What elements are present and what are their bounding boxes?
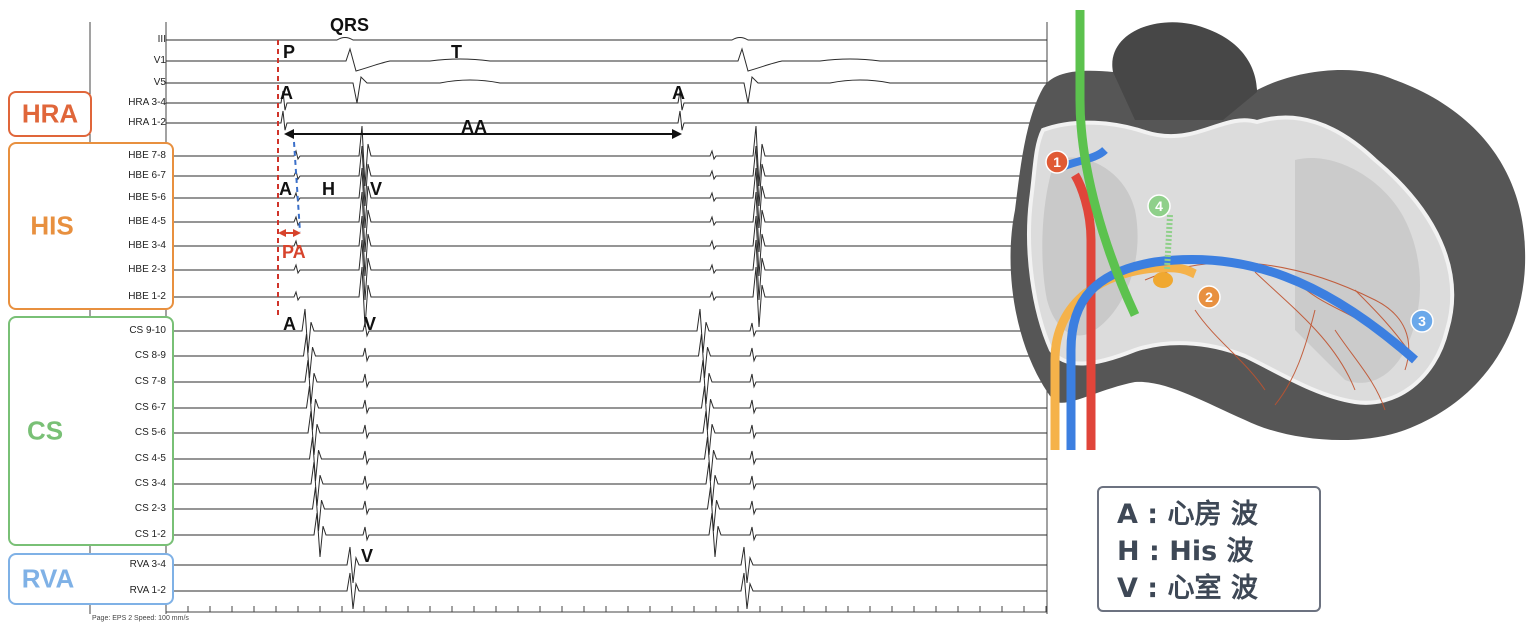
channel-label-hra-1-2: HRA 1-2	[128, 117, 166, 128]
his-group-box: HIS	[8, 142, 174, 310]
marker-1-circle	[1045, 150, 1069, 174]
trace-hbe-2-3	[166, 239, 1047, 301]
his-a-marker	[293, 141, 301, 233]
aa-interval-arrow	[284, 129, 682, 139]
trace-hbe-7-8	[166, 125, 1047, 187]
green-catheter	[1075, 10, 1140, 317]
p-wave-label: P	[283, 42, 296, 62]
his-bundle-node	[1153, 272, 1173, 288]
trace-hbe-6-7	[166, 145, 1047, 207]
trace-v1	[166, 47, 1047, 72]
channel-label-hbe-7-8: HBE 7-8	[128, 150, 166, 161]
trace-hbe-3-4	[166, 215, 1047, 277]
channel-label-hbe-5-6: HBE 5-6	[128, 192, 166, 203]
cs-group-box: CS	[8, 316, 174, 546]
marker-1-text: 1	[1053, 154, 1061, 170]
legend-row-a: A : 心房 波	[1117, 499, 1258, 530]
trace-hbe-4-5	[166, 191, 1047, 253]
trace-cs-2-3	[166, 486, 1047, 532]
great-vessel-top	[1112, 22, 1257, 120]
his-group-label: HIS	[30, 210, 74, 241]
cs-group-label: CS	[26, 415, 64, 446]
green-lead-coil	[1164, 214, 1173, 271]
rva-group-box: RVA	[8, 553, 174, 605]
pa-interval-arrow	[278, 229, 301, 237]
channel-label-cs-5-6: CS 5-6	[134, 427, 166, 438]
trace-cs-3-4	[166, 461, 1047, 507]
rva-group-label: RVA	[21, 563, 75, 594]
marker-2-circle	[1197, 285, 1221, 309]
trace-cs-6-7	[166, 385, 1047, 431]
channel-label-cs-1-2: CS 1-2	[134, 529, 166, 540]
channel-label-hbe-2-3: HBE 2-3	[128, 264, 166, 275]
pa-interval-label: PA	[282, 242, 306, 262]
trace-cs-1-2	[166, 512, 1047, 558]
channel-label-cs-7-8: CS 7-8	[134, 376, 166, 387]
hra-a-label-2: A	[672, 83, 685, 103]
channel-label-rva-3-4: RVA 3-4	[129, 559, 166, 570]
channel-label-hra-3-4: HRA 3-4	[128, 97, 166, 108]
trace-hra-3-4	[166, 90, 1047, 111]
channel-label-hbe-3-4: HBE 3-4	[128, 240, 166, 251]
channel-label-v5: V5	[153, 77, 166, 88]
legend-row-h: H : His 波	[1117, 536, 1254, 567]
wave-legend: A : 心房 波 H : His 波 V : 心室 波	[1097, 486, 1321, 612]
trace-cs-9-10	[166, 308, 1047, 354]
channel-label-hbe-4-5: HBE 4-5	[128, 216, 166, 227]
marker-2-text: 2	[1205, 289, 1213, 305]
hra-group-box: HRA	[8, 91, 92, 137]
heart-illustration: 1 2 3 4	[1010, 10, 1526, 450]
channel-label-hbe-6-7: HBE 6-7	[128, 170, 166, 181]
electrogram-tracings	[89, 22, 1048, 614]
cs-v-label: V	[364, 314, 377, 334]
channel-label-cs-2-3: CS 2-3	[134, 503, 166, 514]
his-v-label: V	[370, 179, 383, 199]
his-h-label: H	[322, 179, 335, 199]
time-ticks	[165, 606, 1047, 612]
trace-hbe-1-2	[166, 266, 1047, 328]
channel-label-cs-8-9: CS 8-9	[134, 350, 166, 361]
trace-rva-1-2	[166, 572, 1047, 610]
hra-a-label-1: A	[280, 83, 293, 103]
left-ventricle-wall	[1295, 158, 1420, 383]
trace-rva-3-4	[166, 546, 1047, 584]
channel-label-cs-9-10: CS 9-10	[129, 325, 166, 336]
channel-label-hbe-1-2: HBE 1-2	[128, 291, 166, 302]
aa-interval-label: AA	[461, 117, 487, 137]
recording-footer: Page: EPS 2 Speed: 100 mm/s	[92, 615, 189, 622]
legend-row-v: V : 心室 波	[1117, 573, 1258, 604]
trace-cs-5-6	[166, 410, 1047, 456]
channel-label-cs-4-5: CS 4-5	[134, 453, 166, 464]
marker-4-text: 4	[1155, 198, 1163, 214]
trace-hra-1-2	[166, 110, 1047, 131]
qrs-label: QRS	[330, 15, 370, 35]
t-wave-label: T	[451, 42, 462, 62]
channel-label-v1: V1	[153, 55, 166, 66]
channel-label-rva-1-2: RVA 1-2	[129, 585, 166, 596]
trace-group	[166, 37, 1047, 610]
hra-group-label: HRA	[21, 98, 79, 129]
channel-label-cs-3-4: CS 3-4	[134, 478, 166, 489]
trace-v5	[166, 75, 1047, 104]
trace-cs-8-9	[166, 333, 1047, 379]
trace-iii	[166, 37, 1047, 41]
marker-4-circle	[1147, 194, 1171, 218]
his-a-label: A	[279, 179, 292, 199]
trace-cs-4-5	[166, 436, 1047, 482]
marker-3-text: 3	[1418, 313, 1426, 329]
rva-v-label: V	[361, 546, 374, 566]
channel-label-cs-6-7: CS 6-7	[134, 402, 166, 413]
red-catheter	[1071, 172, 1096, 450]
cs-a-label: A	[283, 314, 296, 334]
channel-label-iii: III	[157, 34, 166, 45]
marker-3-circle	[1410, 309, 1434, 333]
trace-cs-7-8	[166, 359, 1047, 405]
